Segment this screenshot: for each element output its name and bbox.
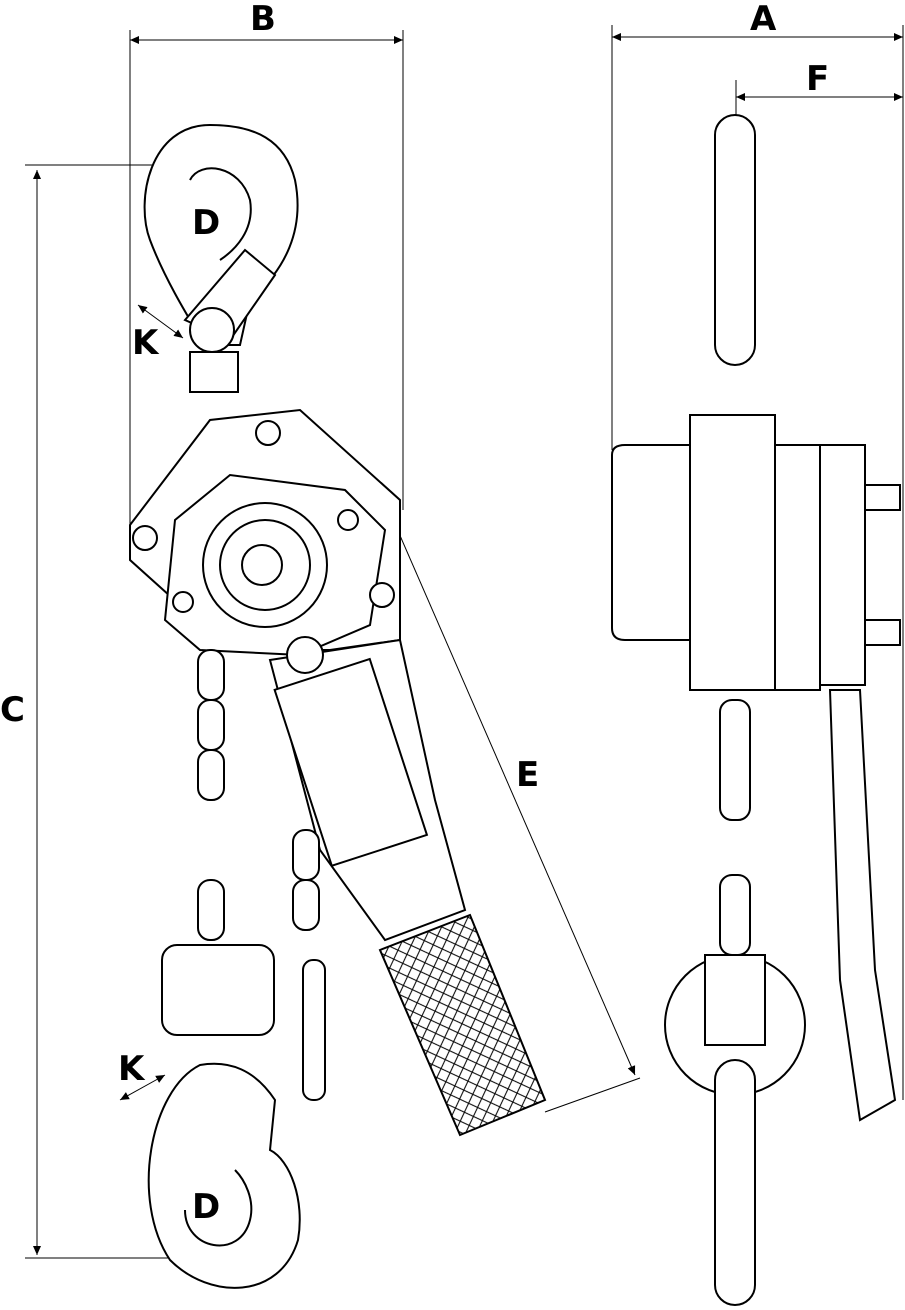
chain-link (197, 649, 225, 701)
bolt (369, 582, 395, 608)
bolt (255, 420, 281, 446)
side-frame (689, 414, 776, 691)
dim-e-ext (544, 1077, 641, 1113)
dimension-label-k-top: K (132, 323, 159, 363)
dim-e-line (387, 507, 636, 1076)
bottom-hook (147, 1062, 301, 1289)
chain-link (197, 879, 225, 941)
bottom-block (161, 944, 275, 1036)
side-bottom-hook (714, 1059, 756, 1306)
chain-link (292, 879, 320, 931)
dimension-label-e: E (516, 755, 540, 795)
side-body-right (774, 444, 821, 691)
chain-link (197, 699, 225, 751)
side-top-hook (714, 114, 756, 366)
side-chain (719, 874, 751, 956)
side-knob (864, 619, 901, 646)
dim-k-bottom-line (119, 1074, 166, 1101)
dimension-label-c: C (0, 690, 25, 730)
lever-grip (378, 913, 547, 1137)
dimension-label-a: A (750, 0, 777, 39)
dimension-label-k-bottom: K (118, 1049, 145, 1089)
dim-k-top-line (137, 304, 184, 339)
bolt (337, 509, 359, 531)
side-lever (828, 689, 897, 1122)
side-bottom-block (704, 954, 766, 1046)
chain-end (302, 959, 326, 1101)
side-chain (719, 699, 751, 821)
dimension-label-d-top: D (192, 203, 221, 243)
load-chain (197, 649, 326, 1101)
chain-link (197, 749, 225, 801)
bolt (132, 525, 158, 551)
lever-pivot (286, 636, 324, 674)
side-body-left (611, 444, 691, 641)
front-view (129, 123, 547, 1289)
center-nut (241, 544, 283, 586)
chain-link (292, 829, 320, 881)
dimension-label-b: B (250, 0, 276, 39)
side-knob (864, 484, 901, 511)
side-gear-cover (819, 444, 866, 686)
bottom-hook-throat (184, 1169, 253, 1247)
side-view (611, 114, 901, 1306)
dimension-label-d-bottom: D (192, 1187, 221, 1227)
top-hook-throat (189, 167, 252, 261)
dimension-label-f: F (806, 59, 830, 99)
label-plate (273, 657, 429, 868)
bolt (172, 591, 194, 613)
top-hook-pin (189, 307, 235, 353)
top-swivel (189, 351, 239, 393)
